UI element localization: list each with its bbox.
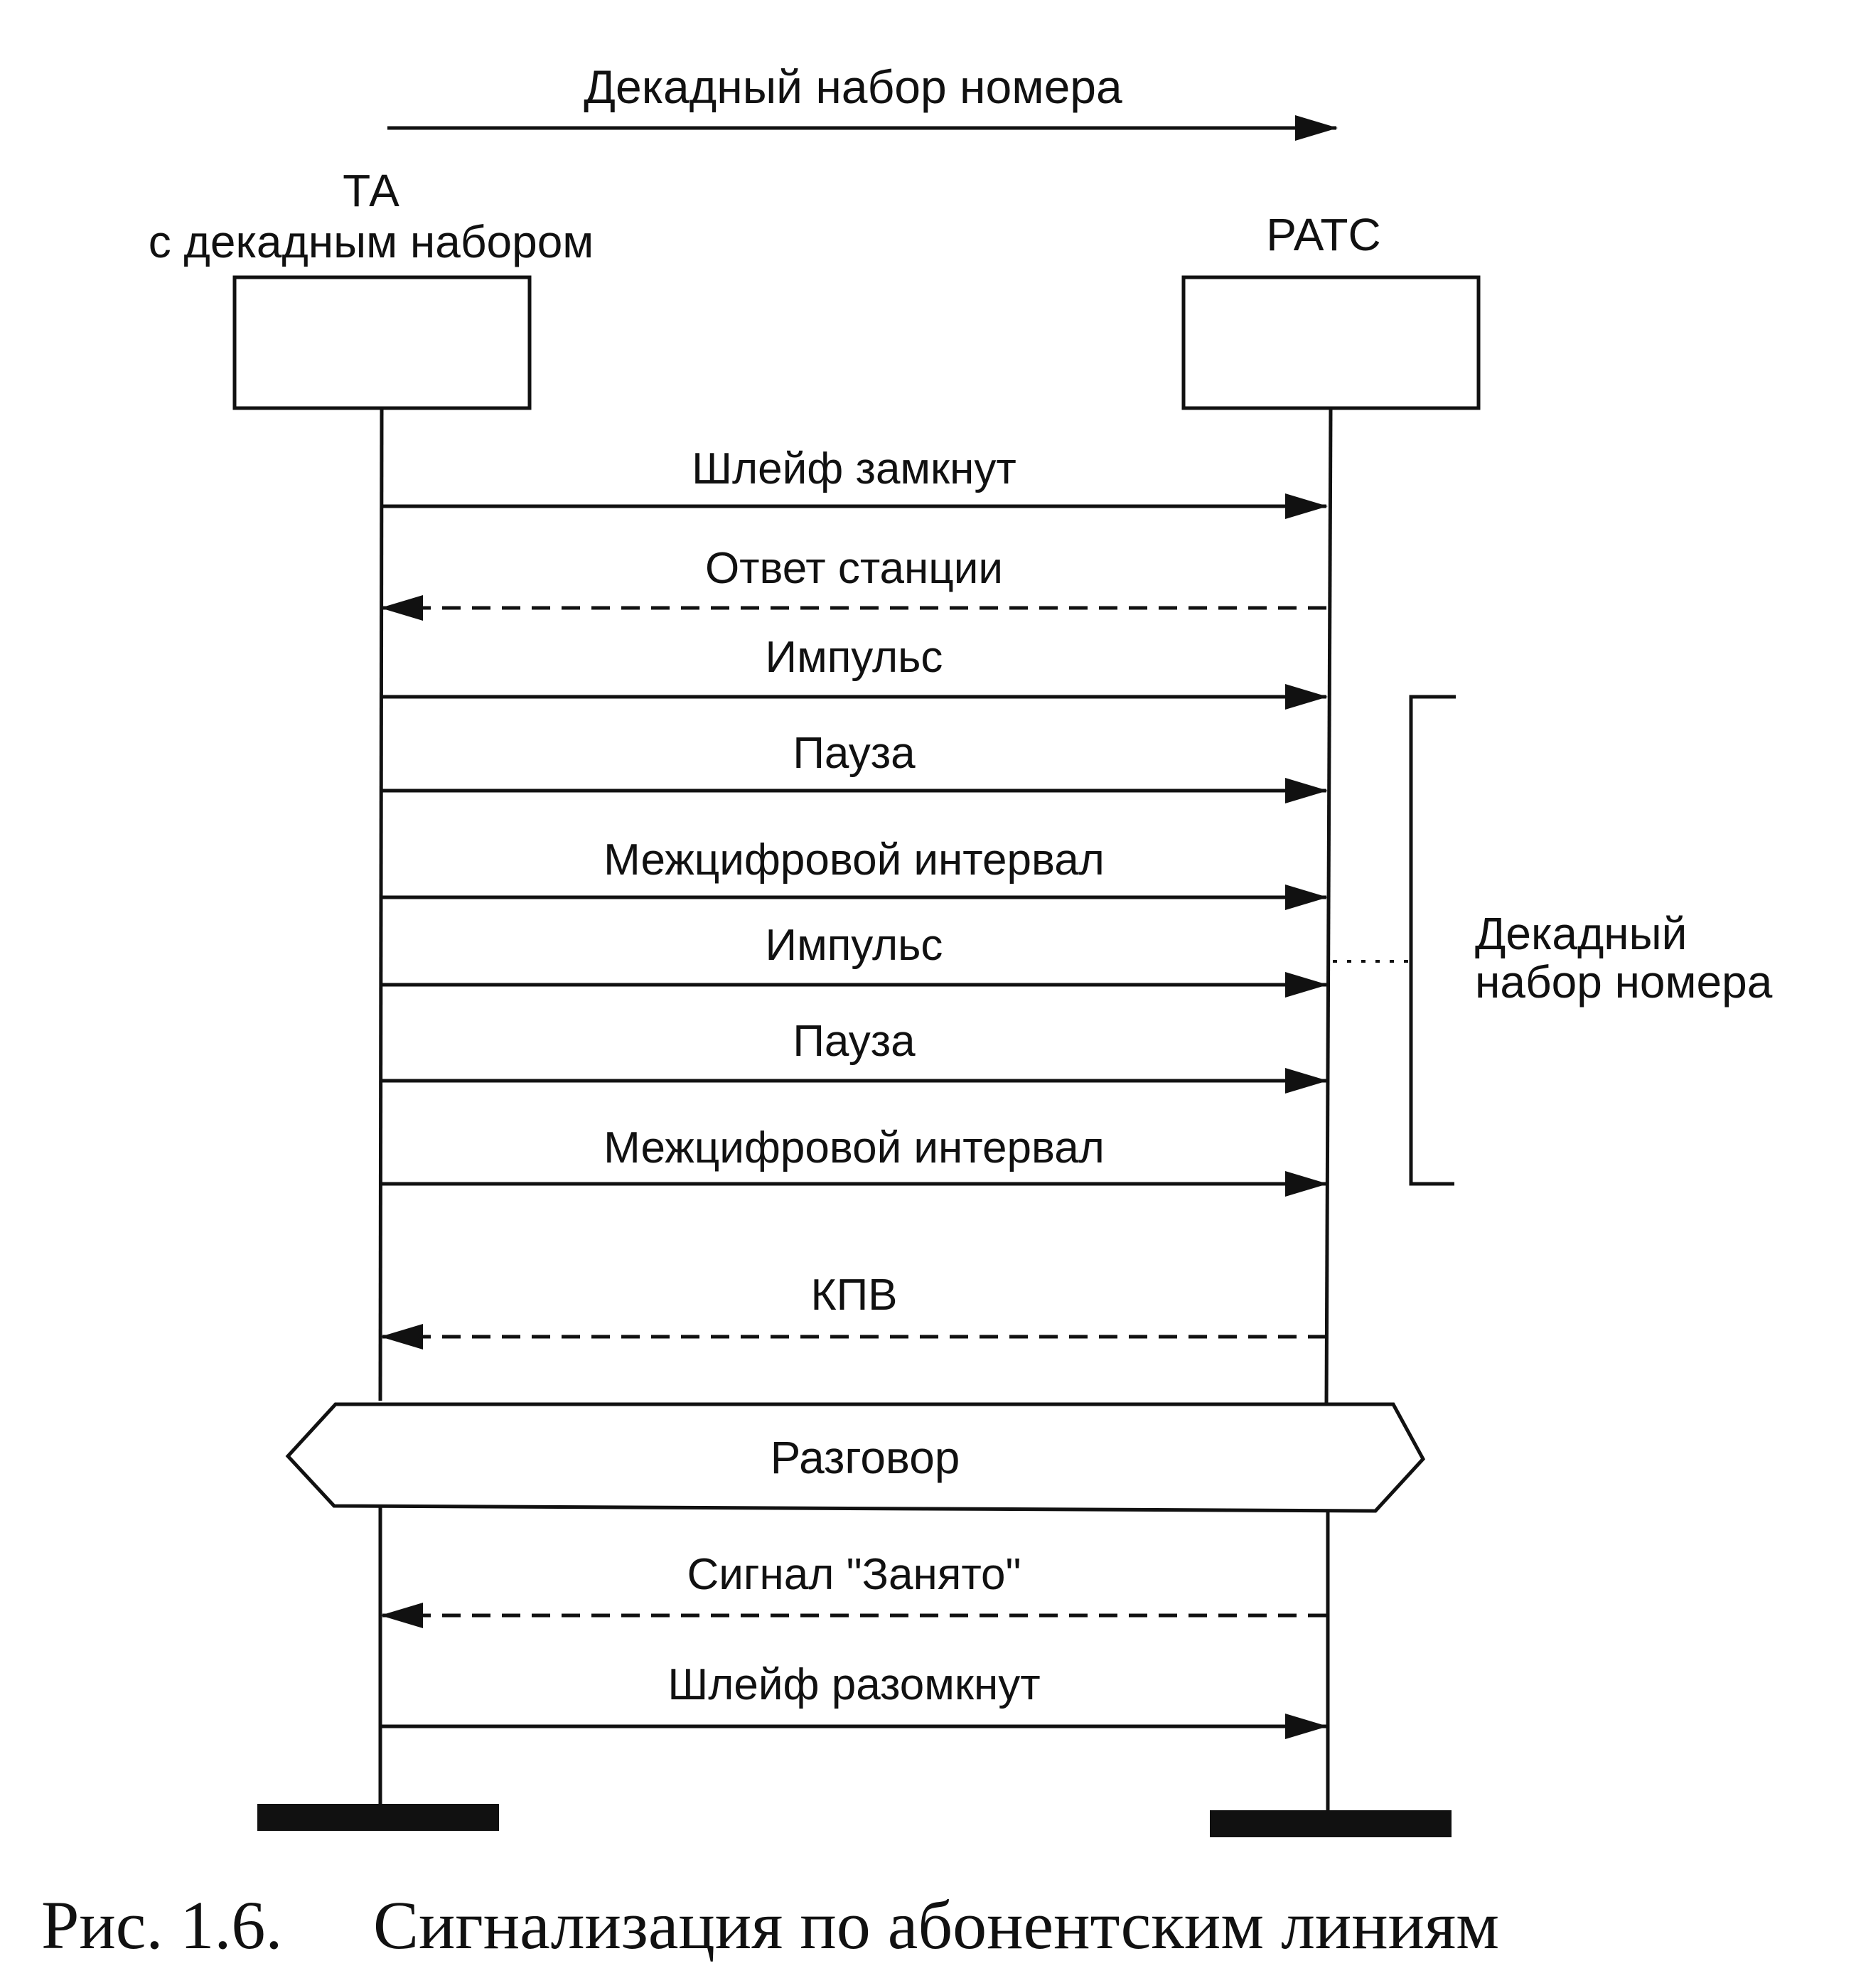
message-label-1: Шлейф замкнут bbox=[692, 444, 1016, 493]
caption-number: Рис. 1.6. bbox=[41, 1887, 282, 1963]
caption-text: Сигнализация по абонентским линиям bbox=[373, 1887, 1499, 1963]
bracket-label-line2: набор номера bbox=[1475, 956, 1773, 1008]
conversation-hexagon bbox=[285, 1402, 1426, 1513]
message-label-9: КПВ bbox=[810, 1271, 897, 1320]
right-lane-title: РАТС bbox=[1266, 209, 1380, 260]
message-label-3: Импульс bbox=[766, 633, 943, 682]
dialing-bracket bbox=[1409, 695, 1456, 1186]
message-label-5: Межцифровой интервал bbox=[603, 835, 1105, 885]
message-label-6: Импульс bbox=[766, 921, 943, 970]
left-lane-terminator bbox=[257, 1804, 499, 1831]
conversation-label: Разговор bbox=[771, 1432, 960, 1483]
message-label-4: Пауза bbox=[793, 729, 916, 778]
message-label-2: Ответ станции bbox=[705, 544, 1003, 593]
left-lane-box bbox=[232, 275, 532, 410]
bracket-label-line1: Декадный bbox=[1475, 908, 1687, 959]
message-label-8: Межцифровой интервал bbox=[603, 1123, 1105, 1172]
right-lane-box bbox=[1181, 275, 1481, 410]
message-label-7: Пауза bbox=[793, 1017, 916, 1066]
right-lane-terminator bbox=[1210, 1810, 1452, 1837]
after-message-group: Сигнал "Занято" Шлейф разомкнут bbox=[380, 1550, 1328, 1739]
after-message-label-1: Сигнал "Занято" bbox=[687, 1550, 1021, 1599]
left-lifeline-upper bbox=[378, 407, 384, 1401]
left-lane-title-line1: ТА bbox=[343, 165, 399, 216]
right-lifeline-upper bbox=[1324, 407, 1333, 1405]
left-lane-title-line2: с декадным набором bbox=[149, 216, 594, 267]
after-message-label-2: Шлейф разомкнут bbox=[667, 1660, 1040, 1709]
header-title: Декадный набор номера bbox=[584, 60, 1122, 113]
